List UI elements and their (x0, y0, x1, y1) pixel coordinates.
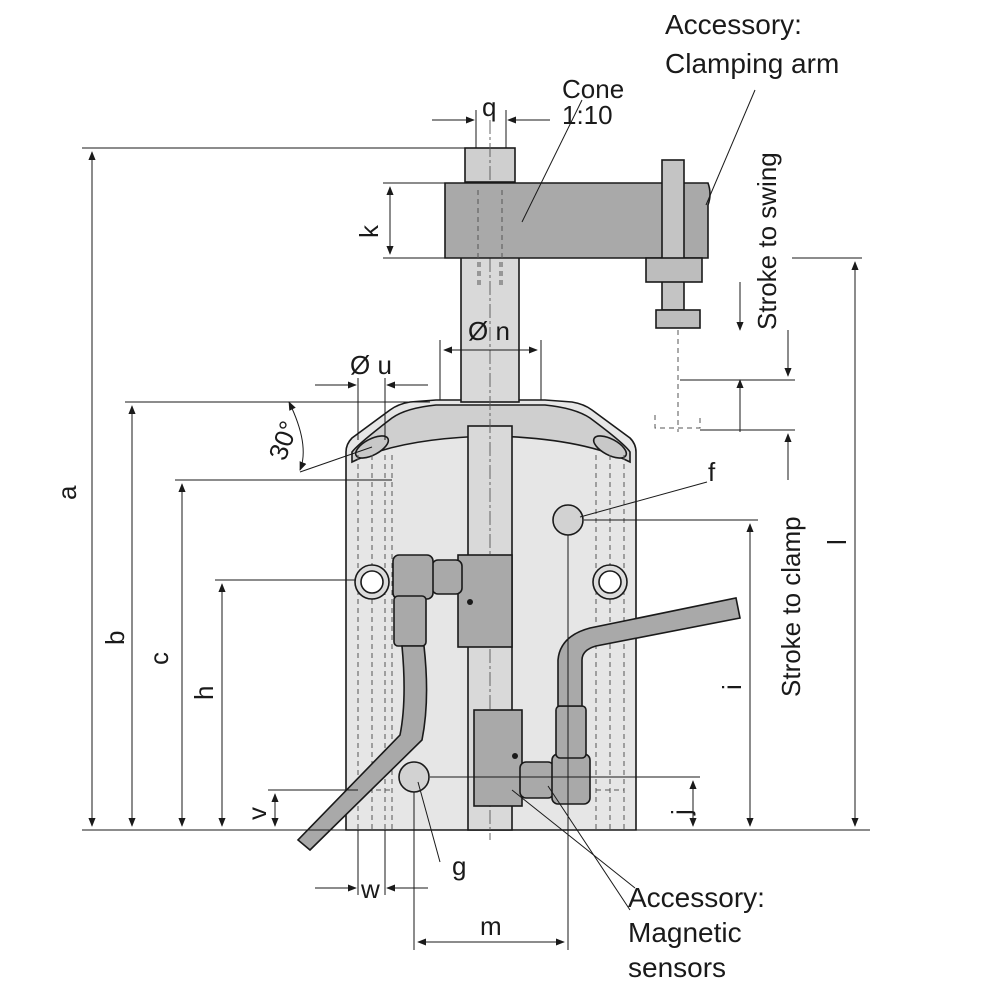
dim-label-h: h (189, 686, 219, 700)
dim-label-l: l (822, 539, 852, 545)
dim-label-b: b (100, 631, 130, 645)
stroke-to-clamp-label: Stroke to clamp (776, 516, 806, 697)
callout-clamping-arm: Accessory: Clamping arm (665, 9, 839, 79)
sensors-line-2: Magnetic (628, 917, 742, 948)
dim-label-q: q (482, 92, 496, 122)
dim-label-c: c (144, 652, 174, 665)
dimension-lines (82, 89, 870, 950)
dim-label-n: Ø n (468, 316, 510, 346)
dim-label-f: f (708, 457, 716, 487)
callout-magnetic-sensors: Accessory: Magnetic sensors (628, 882, 765, 983)
sensors-line-1: Accessory: (628, 882, 765, 913)
magnetic-sensor-lower (473, 597, 741, 807)
dim-label-v: v (242, 807, 272, 820)
cone-line-2: 1:10 (562, 100, 613, 130)
dim-label-i: i (717, 684, 747, 690)
dim-label-u: Ø u (350, 350, 392, 380)
dim-label-g: g (452, 851, 466, 881)
dim-label-m: m (480, 911, 502, 941)
dim-label-j: j (666, 809, 696, 816)
dim-label-a: a (52, 485, 82, 500)
sensors-line-3: sensors (628, 952, 726, 983)
callout-cone: Cone 1:10 (562, 74, 624, 130)
clamping-arm-line-1: Accessory: (665, 9, 802, 40)
stroke-to-swing-label: Stroke to swing (752, 152, 782, 330)
clamping-arm-line-2: Clamping arm (665, 48, 839, 79)
dim-label-w: w (360, 874, 380, 904)
dim-label-k: k (354, 224, 384, 238)
cone-line-1: Cone (562, 74, 624, 104)
